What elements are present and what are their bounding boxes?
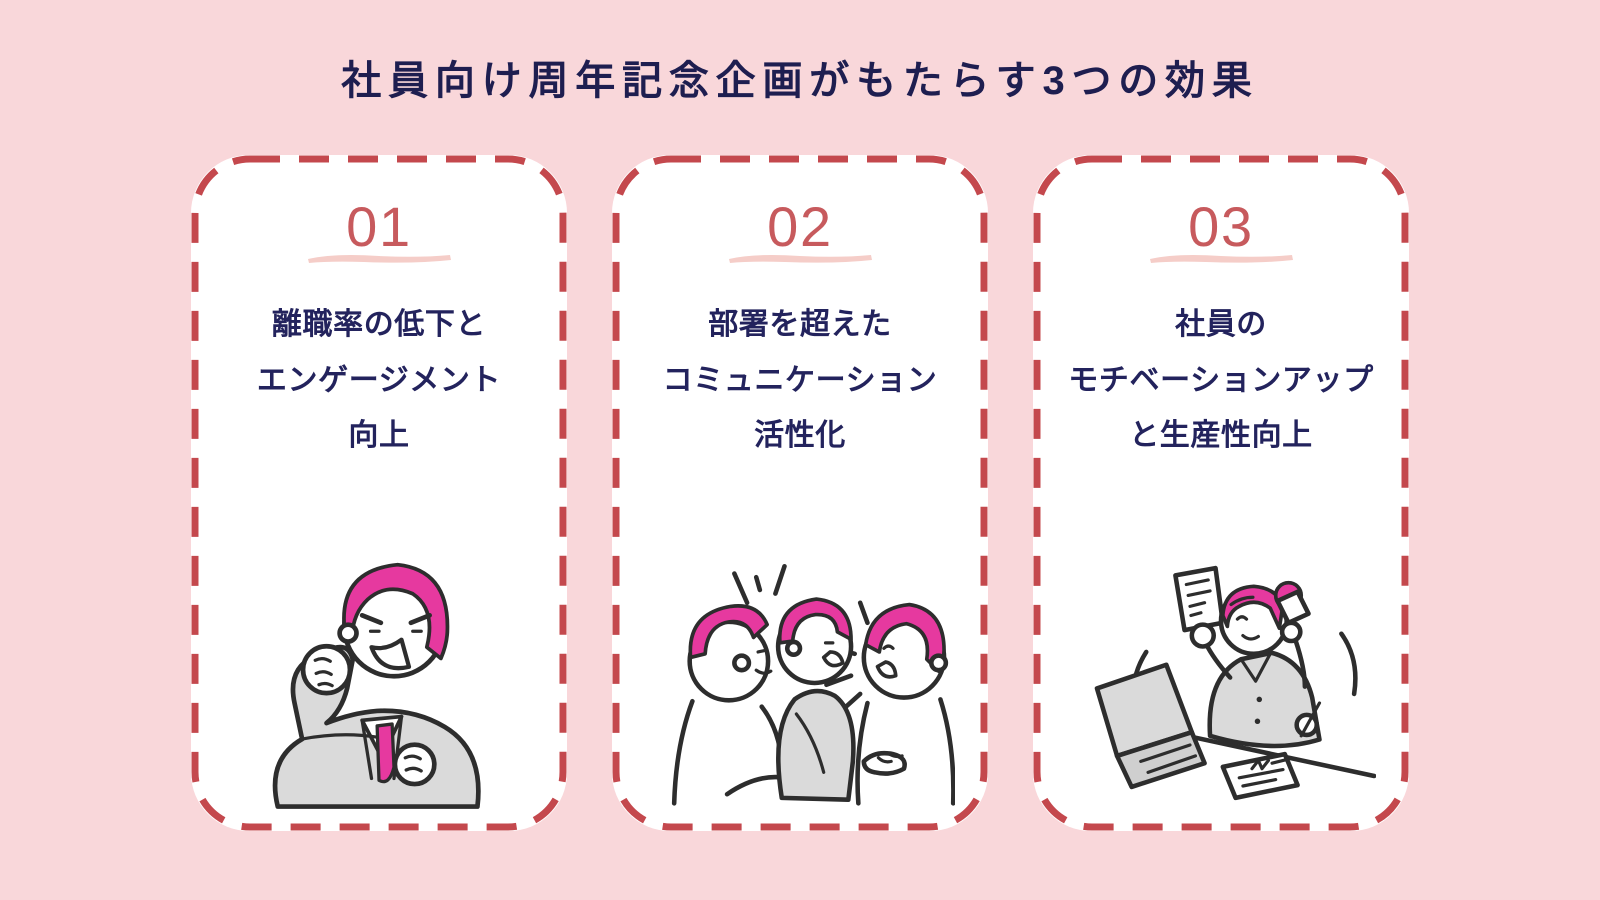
card-effect-2: 02 部署を超えた コミュニケーション 活性化 [612, 155, 988, 831]
busy-woman-multitasking-illustration [1094, 565, 1376, 801]
three-people-talking-illustration [671, 563, 955, 806]
card-text: 部署を超えた コミュニケーション 活性化 [662, 308, 938, 452]
brush-underline [729, 255, 872, 263]
cards-row: 01 離職率の低下と エンゲージメント 向上 [0, 155, 1600, 831]
card-number: 01 [346, 195, 412, 258]
businessman-fist-illustration [272, 562, 481, 809]
card-effect-3: 03 社員の モチベーションアップ と生産性向上 [1033, 155, 1409, 831]
card-effect-1: 01 離職率の低下と エンゲージメント 向上 [191, 155, 567, 831]
card-text: 離職率の低下と エンゲージメント 向上 [256, 308, 502, 452]
page-title: 社員向け周年記念企画がもたらす3つの効果 [341, 59, 1259, 103]
card-text: 社員の モチベーションアップ と生産性向上 [1068, 308, 1374, 452]
brush-underline [1150, 255, 1293, 263]
card-number: 03 [1188, 195, 1254, 258]
card-number: 02 [767, 195, 833, 258]
brush-underline [308, 255, 451, 263]
